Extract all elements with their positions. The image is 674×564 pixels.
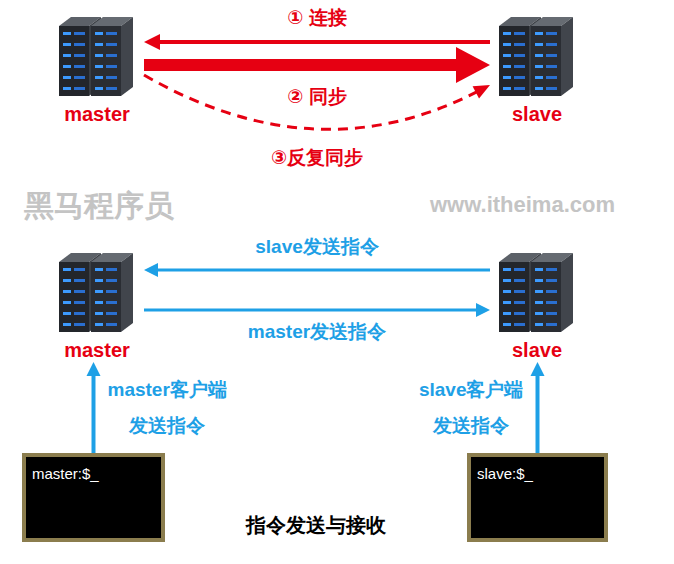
server-icon (57, 12, 137, 98)
edge-label: ① 连接 (285, 6, 348, 30)
arrow-head (144, 34, 160, 50)
server-icon (497, 248, 577, 334)
server-node: master (50, 12, 144, 126)
watermark-text: 黑马程序员 (24, 186, 174, 227)
edge-label: master客户端 发送指令 (106, 372, 229, 444)
connector-line (157, 40, 490, 44)
terminal-prompt: master:$_ (26, 457, 161, 491)
connector-line (155, 269, 490, 272)
server-label: slave (490, 338, 584, 362)
connector-arrow (144, 34, 490, 50)
server-label: master (50, 338, 144, 362)
server-icon (57, 248, 137, 334)
edge-label: slave客户端 发送指令 (417, 372, 526, 444)
terminal-window: slave:$_ (467, 453, 608, 542)
connector-line (144, 75, 479, 129)
connector-arrow (144, 303, 490, 317)
connector-arrow (87, 362, 101, 453)
arrow-head (456, 47, 490, 83)
arrow-head (531, 362, 545, 376)
edge-label: ② 同步 (285, 85, 348, 109)
server-node: master (50, 248, 144, 362)
connector-line (144, 309, 479, 312)
terminal-window: master:$_ (22, 453, 165, 542)
terminal-prompt: slave:$_ (471, 457, 604, 491)
diagram-caption: 指令发送与接收 (165, 512, 467, 538)
edge-label: ③反复同步 (269, 146, 365, 170)
watermark-text: www.itheima.com (430, 192, 615, 218)
connector-arrow (144, 47, 490, 83)
edge-label: slave发送指令 (253, 235, 381, 259)
connector-arrow (531, 362, 545, 453)
connector-arrow (144, 75, 490, 129)
edge-label: master发送指令 (246, 320, 388, 344)
connector-line (92, 373, 96, 453)
connector-arrow (144, 263, 490, 277)
server-label: slave (490, 102, 584, 126)
arrow-head (473, 85, 490, 99)
server-node: slave (490, 248, 584, 362)
arrow-head (144, 263, 158, 277)
connector-line (144, 59, 463, 71)
arrow-head (476, 303, 490, 317)
arrow-head (87, 362, 101, 376)
server-icon (497, 12, 577, 98)
server-node: slave (490, 12, 584, 126)
server-label: master (50, 102, 144, 126)
connector-line (536, 373, 540, 453)
